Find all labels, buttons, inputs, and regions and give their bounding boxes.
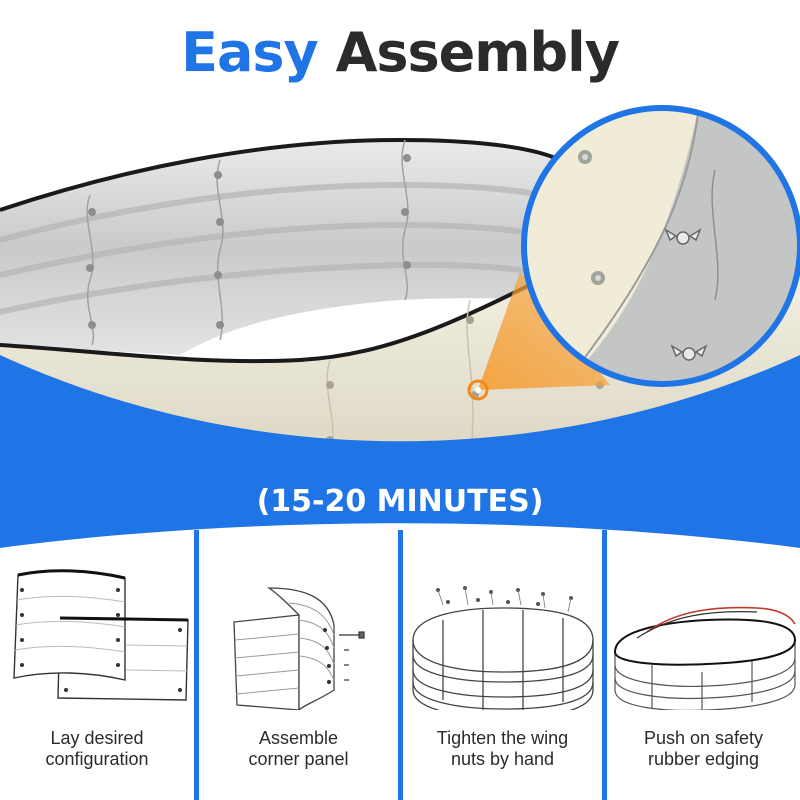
blue-banner: [0, 355, 800, 548]
zoom-detail: [524, 108, 800, 384]
step-caption: Push on safety rubber edging: [643, 728, 764, 769]
step-divider: [398, 530, 403, 800]
zoom-beam: [478, 272, 610, 390]
assembly-time-label: (15-20 MINUTES): [256, 484, 544, 519]
step-caption: Tighten the wing nuts by hand: [436, 728, 569, 769]
title-word-assembly: Assembly: [335, 21, 620, 84]
assembly-steps: Lay desired configuration Assemble: [0, 530, 800, 800]
zoom-target-ring: [467, 379, 489, 401]
step-divider: [602, 530, 607, 800]
wing-nut-bed-icon: [412, 586, 594, 710]
wing-nut-icon: [436, 586, 573, 606]
flat-panels-icon: [13, 569, 189, 701]
corner-panel-icon: [233, 587, 365, 710]
step-lay-configuration: Lay desired configuration: [0, 530, 194, 800]
wing-nut-icon: [664, 228, 708, 361]
step-assemble-corner: Assemble corner panel: [199, 530, 398, 800]
step-caption: Assemble corner panel: [248, 728, 349, 769]
bed-back-wall: [0, 137, 561, 370]
page-title: Easy Assembly: [0, 18, 800, 88]
bolt-icon: [339, 631, 365, 681]
step-caption: Lay desired configuration: [45, 728, 149, 769]
step-push-rubber-edging: Push on safety rubber edging: [607, 530, 800, 800]
title-word-easy: Easy: [181, 21, 319, 84]
step-tighten-wing-nuts: Tighten the wing nuts by hand: [403, 530, 602, 800]
bolt-icon: [578, 150, 605, 285]
rubber-edging-bed-icon: [613, 606, 797, 710]
step-divider: [194, 530, 199, 800]
